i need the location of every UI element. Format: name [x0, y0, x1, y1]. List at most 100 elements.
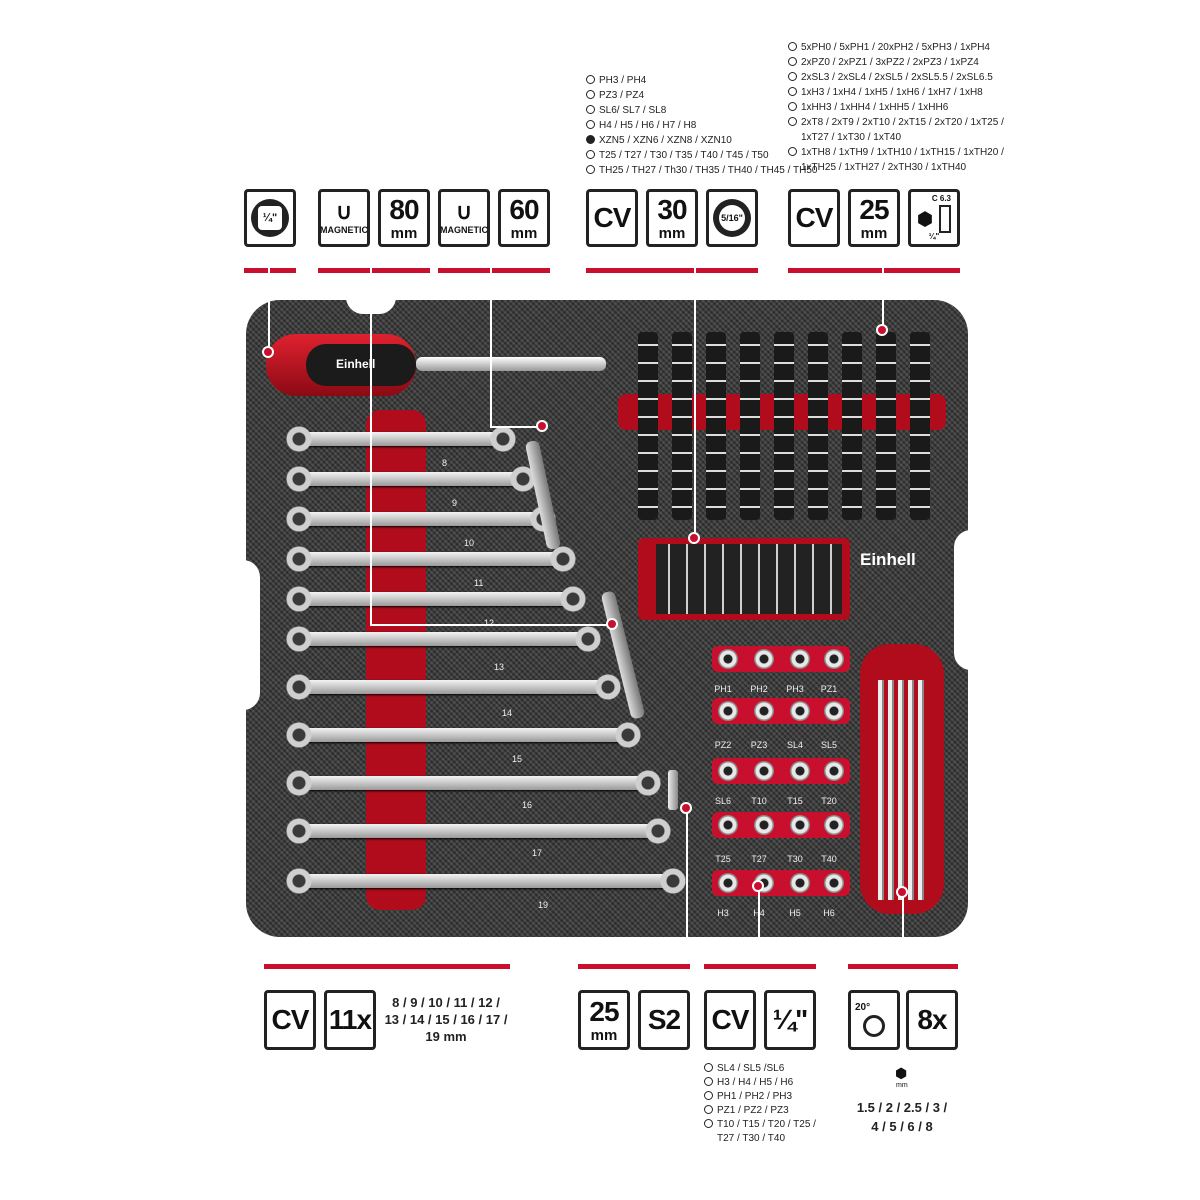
bit-25mm-loose	[668, 770, 678, 810]
drive-label: ¼"	[258, 206, 282, 230]
socket-label: H3	[717, 908, 729, 918]
wrench-label: 10	[464, 538, 475, 548]
wrench-10	[286, 506, 556, 532]
socket	[754, 761, 774, 781]
underline-wrenches	[264, 964, 510, 969]
callout-line	[694, 268, 696, 538]
wrench-9	[286, 466, 536, 492]
callout-line	[902, 890, 904, 970]
tool-tray: Einhell 8 9 10 11 12 13 14 15 16 17 19 E…	[226, 268, 988, 970]
wrench-label: 16	[522, 800, 533, 810]
socket-row-1	[712, 646, 850, 672]
socket	[790, 701, 810, 721]
legend-bits-30mm: PH3 / PH4 PZ3 / PZ4 SL6/ SL7 / SL8 H4 / …	[586, 73, 817, 178]
socket-row-4	[712, 812, 850, 838]
wrench-sizes: 8 / 9 / 10 / 11 / 12 / 13 / 14 / 15 / 16…	[384, 995, 508, 1044]
bit-column	[774, 332, 794, 520]
socket	[718, 873, 738, 893]
hex-key-sizes: 1.5 / 2 / 2.5 / 3 / 4 / 5 / 6 / 8	[856, 1100, 948, 1134]
magnetic-badge-80: ∪ MAGNETIC	[318, 189, 370, 247]
wrench-label: 17	[532, 848, 543, 858]
torx-icon	[704, 1119, 713, 1128]
socket	[718, 761, 738, 781]
underline-magnetic-60	[438, 268, 550, 273]
socket-label: PH2	[750, 684, 768, 694]
callout-dot	[876, 324, 888, 336]
legend-row: 1xTH25 / 1xTH27 / 2xTH30 / 1xTH40	[801, 162, 967, 173]
bit-column	[876, 332, 896, 520]
ball-end-hex-key-icon	[863, 1015, 885, 1037]
bit-column	[842, 332, 862, 520]
tray-notch-right	[954, 530, 988, 670]
socket-row-5	[712, 870, 850, 896]
hex-size-label: C 6.3	[931, 194, 951, 203]
pozidriv-icon	[704, 1105, 713, 1114]
legend-row: 1xTH8 / 1xTH9 / 1xTH10 / 1xTH15 / 1xTH20…	[788, 145, 1004, 160]
legend-row: H3 / H4 / H5 / H6	[704, 1076, 816, 1090]
wrench-19	[286, 868, 686, 894]
callout-dot	[262, 346, 274, 358]
callout-line	[370, 624, 610, 626]
steel-badge-s2: S2	[638, 990, 690, 1050]
slotted-icon	[586, 105, 595, 114]
wrench-label: 19	[538, 900, 549, 910]
torx-icon	[788, 117, 797, 126]
wrench-label: 13	[494, 662, 505, 672]
wrench-label: 14	[502, 708, 513, 718]
hex-unit-label: mm	[896, 1082, 908, 1089]
legend-sockets: SL4 / SL5 /SL6 H3 / H4 / H5 / H6 PH1 / P…	[704, 1062, 816, 1146]
wrench-label: 12	[484, 618, 495, 628]
socket-label: SL6	[714, 796, 731, 806]
socket	[824, 873, 844, 893]
hex-icon	[788, 87, 797, 96]
length-badge-30: 30 mm	[646, 189, 698, 247]
magnet-icon: ∪	[335, 199, 353, 224]
callout-line	[758, 884, 760, 970]
callout-dot	[752, 880, 764, 892]
socket-label: PZ2	[714, 740, 732, 750]
legend-row: PZ3 / PZ4	[586, 88, 817, 103]
socket	[824, 815, 844, 835]
brand-logo-handle: Einhell	[336, 357, 376, 371]
socket	[790, 815, 810, 835]
socket-label: SL4	[786, 740, 803, 750]
wrench-14	[286, 674, 621, 700]
callout-line	[370, 268, 372, 626]
drive-label: ¼"	[928, 232, 940, 241]
hex-icon	[586, 120, 595, 129]
socket-label: T10	[751, 796, 767, 806]
callout-dot	[688, 532, 700, 544]
legend-row: T25 / T27 / T30 / T35 / T40 / T45 / T50	[586, 148, 817, 163]
torx-hole-icon	[788, 147, 797, 156]
socket-label: PZ1	[820, 684, 838, 694]
phillips-icon	[586, 75, 595, 84]
legend-row: SL6/ SL7 / SL8	[586, 103, 817, 118]
underline-magnetic-80	[318, 268, 430, 273]
xzn-icon	[586, 135, 595, 144]
legend-row: T27 / T30 / T40	[717, 1133, 786, 1144]
length-badge-25: 25 mm	[848, 189, 900, 247]
screwdriver-shaft	[416, 357, 606, 371]
socket	[824, 649, 844, 669]
socket	[718, 649, 738, 669]
torx-hole-icon	[586, 165, 595, 174]
callout-dot	[536, 420, 548, 432]
underline-drive	[244, 268, 296, 273]
socket	[718, 701, 738, 721]
callout-dot	[680, 802, 692, 814]
quarter-inch-socket-icon: ¼"	[251, 199, 289, 237]
socket-label: PH1	[714, 684, 732, 694]
socket-label: T20	[821, 796, 837, 806]
bit-column	[706, 332, 726, 520]
legend-row: PH3 / PH4	[586, 73, 817, 88]
socket	[754, 649, 774, 669]
brand-logo: Einhell	[860, 550, 916, 569]
phillips-icon	[704, 1091, 713, 1100]
legend-row: 2xPZ0 / 2xPZ1 / 3xPZ2 / 2xPZ3 / 1xPZ4	[788, 55, 1004, 70]
legend-row: 1xHH3 / 1xHH4 / 1xHH5 / 1xHH6	[788, 100, 1004, 115]
bit-column	[910, 332, 930, 520]
hex-socket-icon: 5/16"	[713, 199, 751, 237]
bit-holder-80	[524, 439, 562, 551]
legend-row: 5xPH0 / 5xPH1 / 20xPH2 / 5xPH3 / 1xPH4	[788, 40, 1004, 55]
wrench-15	[286, 722, 641, 748]
